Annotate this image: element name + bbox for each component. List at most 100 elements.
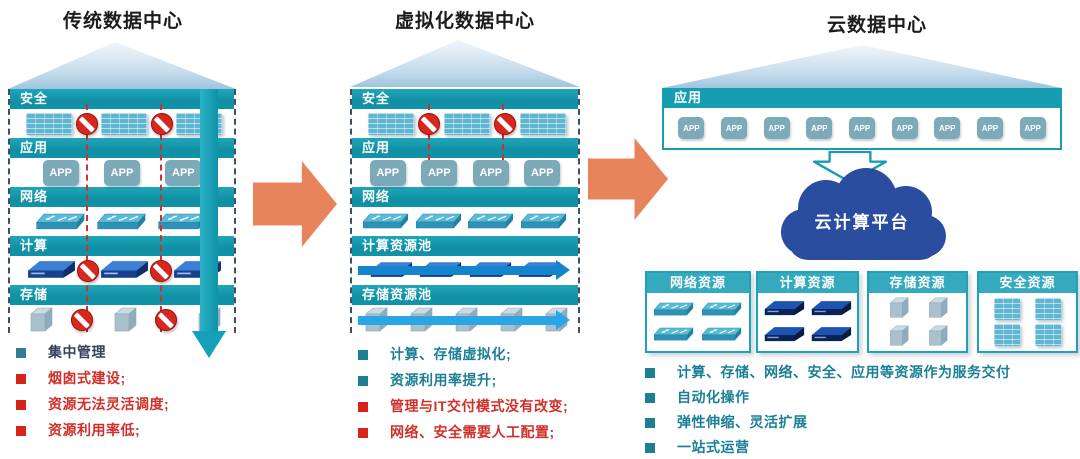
layer-app-header: 应用: [662, 88, 1062, 108]
bullet-item: 管理与IT交付模式没有改变;: [358, 398, 628, 415]
storage-icon: [926, 324, 948, 348]
app-icon: APP: [976, 117, 1003, 139]
bullet-square-icon: [645, 443, 655, 453]
switch-icon: [702, 327, 742, 342]
firewall-icon: [994, 324, 1020, 347]
resource-box-security-header: 安全资源: [979, 273, 1076, 293]
column-title-virtualized: 虚拟化数据中心: [394, 11, 535, 32]
house-traditional: 安全 应用 APP APP APP 网络 计算 存储: [8, 89, 236, 334]
cloud-app-layer: 应用 APP APP APP APP APP APP APP APP APP: [662, 88, 1062, 150]
storage-icon: [926, 296, 948, 320]
house-virtualized: 安全 应用 APP APP APP APP 网络 计算资源池: [350, 89, 580, 334]
bullet-square-icon: [358, 402, 368, 412]
bullet-square-icon: [645, 368, 655, 378]
layer-storage-row: [10, 305, 234, 334]
switch-icon: [654, 327, 694, 342]
firewall-icon: [368, 112, 414, 135]
app-icon: APP: [806, 117, 833, 139]
layer-app-row: APP APP APP: [10, 158, 234, 187]
layer-network-row: [10, 207, 234, 236]
switch-icon: [97, 213, 147, 231]
switch-icon: [36, 213, 86, 231]
server-icon: [26, 260, 76, 281]
bullet-item: 计算、存储虚拟化;: [358, 346, 628, 363]
bullet-item: 弹性伸缩、灵活扩展: [645, 414, 1075, 431]
prohibition-icon: [150, 112, 173, 135]
server-icon: [99, 260, 149, 281]
prohibition-icon: [76, 259, 99, 282]
layer-security-row: [352, 109, 578, 138]
bullet-square-icon: [645, 418, 655, 428]
resource-box-storage-header: 存储资源: [869, 273, 966, 293]
app-icon: APP: [42, 159, 79, 186]
cloud-bullet-list: 计算、存储、网络、安全、应用等资源作为服务交付 自动化操作 弹性伸缩、灵活扩展 …: [645, 364, 1075, 459]
firewall-icon: [1035, 297, 1061, 320]
bullet-item: 烟囱式建设;: [16, 370, 266, 387]
switch-icon: [416, 213, 462, 230]
bullet-item: 集中管理: [16, 344, 266, 361]
bullet-square-icon: [358, 350, 368, 360]
switch-icon: [363, 213, 409, 230]
bullet-square-icon: [16, 426, 26, 436]
switch-icon: [654, 302, 694, 317]
resource-box-compute-header: 计算资源: [758, 273, 857, 293]
virtualized-bullet-list: 计算、存储虚拟化; 资源利用率提升; 管理与IT交付模式没有改变; 网络、安全需…: [358, 346, 628, 450]
resource-box-network-header: 网络资源: [647, 273, 749, 293]
app-icon: APP: [472, 159, 509, 186]
app-icon: APP: [848, 117, 875, 139]
firewall-icon: [101, 112, 147, 135]
server-icon: [763, 300, 805, 318]
layer-compute-pool-header: 计算资源池: [352, 236, 578, 256]
cloud-platform-label: 云计算平台: [814, 213, 910, 232]
storage-icon: [887, 296, 909, 320]
server-icon: [810, 300, 852, 318]
server-icon: [810, 326, 852, 344]
resource-box-compute: 计算资源: [756, 271, 859, 353]
app-icon: APP: [891, 117, 918, 139]
bullet-item: 网络、安全需要人工配置;: [358, 424, 628, 441]
firewall-icon: [26, 112, 72, 135]
app-icon: APP: [720, 117, 747, 139]
bullet-square-icon: [645, 393, 655, 403]
down-arrow-icon: [200, 89, 218, 332]
layer-app-header: 应用: [352, 138, 578, 158]
firewall-icon: [520, 112, 566, 135]
prohibition-icon: [418, 112, 440, 135]
silo-divider-line: [86, 104, 88, 332]
app-icon: APP: [369, 159, 406, 186]
column-title-traditional: 传统数据中心: [62, 11, 183, 32]
layer-storage-pool-row: [352, 305, 578, 334]
app-icon: APP: [103, 159, 140, 186]
layer-compute-row: [10, 256, 234, 285]
bullet-item: 资源利用率提升;: [358, 372, 628, 389]
switch-icon: [702, 302, 742, 317]
resource-box-network: 网络资源: [645, 271, 751, 353]
app-icon: APP: [524, 159, 561, 186]
switch-icon: [468, 213, 514, 230]
storage-icon: [110, 306, 138, 334]
bullet-item: 计算、存储、网络、安全、应用等资源作为服务交付: [645, 364, 1075, 381]
prohibition-icon: [494, 112, 516, 135]
transition-arrow-icon: [588, 138, 668, 220]
silo-divider-line: [160, 104, 162, 332]
pool-flow-arrow-icon: [358, 260, 570, 281]
prohibition-icon: [149, 259, 172, 282]
layer-security-header: 安全: [352, 89, 578, 109]
layer-security-header: 安全: [10, 89, 234, 109]
roof-virtualized: [350, 40, 580, 87]
storage-icon: [26, 306, 54, 334]
bullet-square-icon: [16, 374, 26, 384]
bullet-item: 资源利用率低;: [16, 422, 266, 439]
bullet-item: 一站式运营: [645, 439, 1075, 456]
layer-storage-header: 存储: [10, 285, 234, 305]
app-icon: APP: [934, 117, 961, 139]
app-icon: APP: [763, 117, 790, 139]
roof-traditional: [8, 42, 236, 89]
transition-arrow-icon: [253, 161, 337, 247]
app-icon: APP: [165, 159, 202, 186]
bullet-square-icon: [16, 348, 26, 358]
firewall-icon: [1035, 324, 1061, 347]
bullet-square-icon: [16, 400, 26, 410]
bullet-square-icon: [358, 428, 368, 438]
server-icon: [763, 326, 805, 344]
